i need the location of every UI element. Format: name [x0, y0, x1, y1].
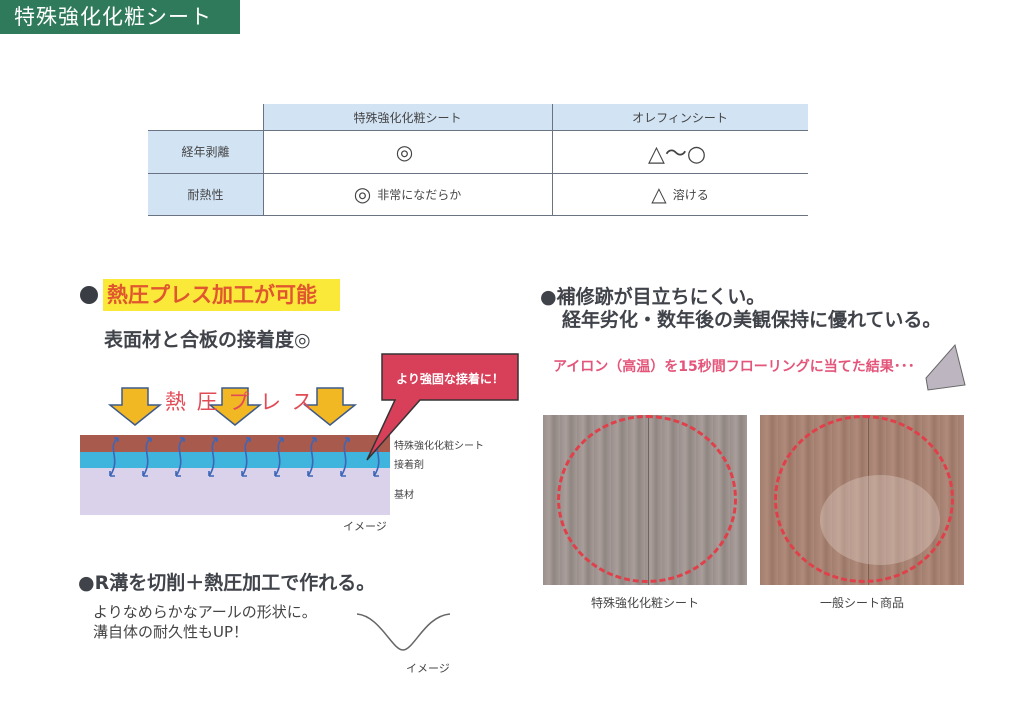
- down-arrow-icon: [302, 387, 358, 426]
- photo-tokushu: [543, 415, 747, 585]
- adhesion-wave-icon: [175, 437, 185, 477]
- dashed-circle: [774, 415, 954, 583]
- press-heading: 熱圧プレス加工が可能: [103, 279, 340, 311]
- divider: [148, 130, 808, 131]
- sheet-layer: [80, 435, 390, 452]
- callout-text: より強固な接着に！: [396, 372, 504, 386]
- caption-tokushu: 特殊強化化粧シート: [590, 596, 699, 610]
- groove-curve: [356, 613, 451, 651]
- section-title: 特殊強化化粧シート: [0, 0, 240, 34]
- header-tokushu: 特殊強化化粧シート: [263, 104, 552, 130]
- divider: [552, 104, 553, 215]
- divider: [263, 104, 264, 215]
- adhesion-wave-icon: [142, 437, 152, 477]
- layer-label-base: 基材: [394, 490, 414, 501]
- divider: [148, 173, 808, 174]
- press-subheading: 表面材と合板の接着度◎: [104, 329, 311, 351]
- caption-general: 一般シート商品: [819, 596, 904, 610]
- adhesion-wave-icon: [208, 437, 218, 477]
- table-cell: ◎ 非常になだらか: [263, 173, 552, 215]
- triangle-circle-symbol: △～○: [647, 141, 707, 167]
- cell-text: 溶ける: [672, 187, 709, 202]
- double-circle-symbol: ◎: [353, 182, 372, 206]
- bullet-icon: [80, 286, 98, 304]
- groove-line: 溝自体の耐久性もUP！: [93, 623, 249, 641]
- press-label: 熱 圧 プ レ ス: [165, 390, 315, 414]
- adhesion-wave-icon: [241, 437, 251, 477]
- layer-label-adhesive: 接着剤: [394, 460, 424, 471]
- down-arrow-icon: [207, 387, 263, 426]
- repair-line1: ●補修跡が目立ちにくい。: [540, 286, 766, 308]
- adhesion-wave-icon: [274, 437, 284, 477]
- double-circle-symbol: ◎: [395, 139, 414, 164]
- base-layer: [80, 468, 390, 515]
- table-cell: △ 溶ける: [552, 173, 808, 215]
- groove-heading: ●R溝を切削＋熱圧加工で作れる。: [78, 572, 376, 594]
- row-label: 耐熱性: [148, 173, 263, 215]
- row-label: 経年剥離: [148, 130, 263, 173]
- divider: [148, 215, 808, 216]
- photo-general: [760, 415, 964, 585]
- image-note: イメージ: [343, 520, 387, 533]
- header-olefin: オレフィンシート: [552, 104, 808, 130]
- iron-test-text: アイロン（高温）を15秒間フローリングに当てた結果･･･: [553, 359, 915, 375]
- adhesion-wave-icon: [340, 437, 350, 477]
- iron-icon: [925, 343, 966, 391]
- groove-text: よりなめらかなアールの形状に。 溝自体の耐久性もUP！: [93, 602, 317, 642]
- callout-bubble: [366, 353, 519, 461]
- adhesion-wave-icon: [109, 437, 119, 477]
- down-arrow-icon: [107, 387, 163, 426]
- repair-line2: 経年劣化・数年後の美観保持に優れている。: [562, 309, 942, 331]
- cell-text: 非常になだらか: [377, 187, 462, 202]
- table-cell: ◎: [263, 130, 552, 173]
- adhesive-layer: [80, 452, 390, 468]
- groove-line: よりなめらかなアールの形状に。: [93, 603, 317, 621]
- table-cell: △～○: [552, 130, 808, 173]
- image-note: イメージ: [406, 662, 450, 675]
- adhesion-wave-icon: [307, 437, 317, 477]
- dashed-circle: [557, 415, 737, 583]
- triangle-symbol: △: [651, 182, 667, 206]
- layer-label-sheet: 特殊強化化粧シート: [394, 441, 484, 452]
